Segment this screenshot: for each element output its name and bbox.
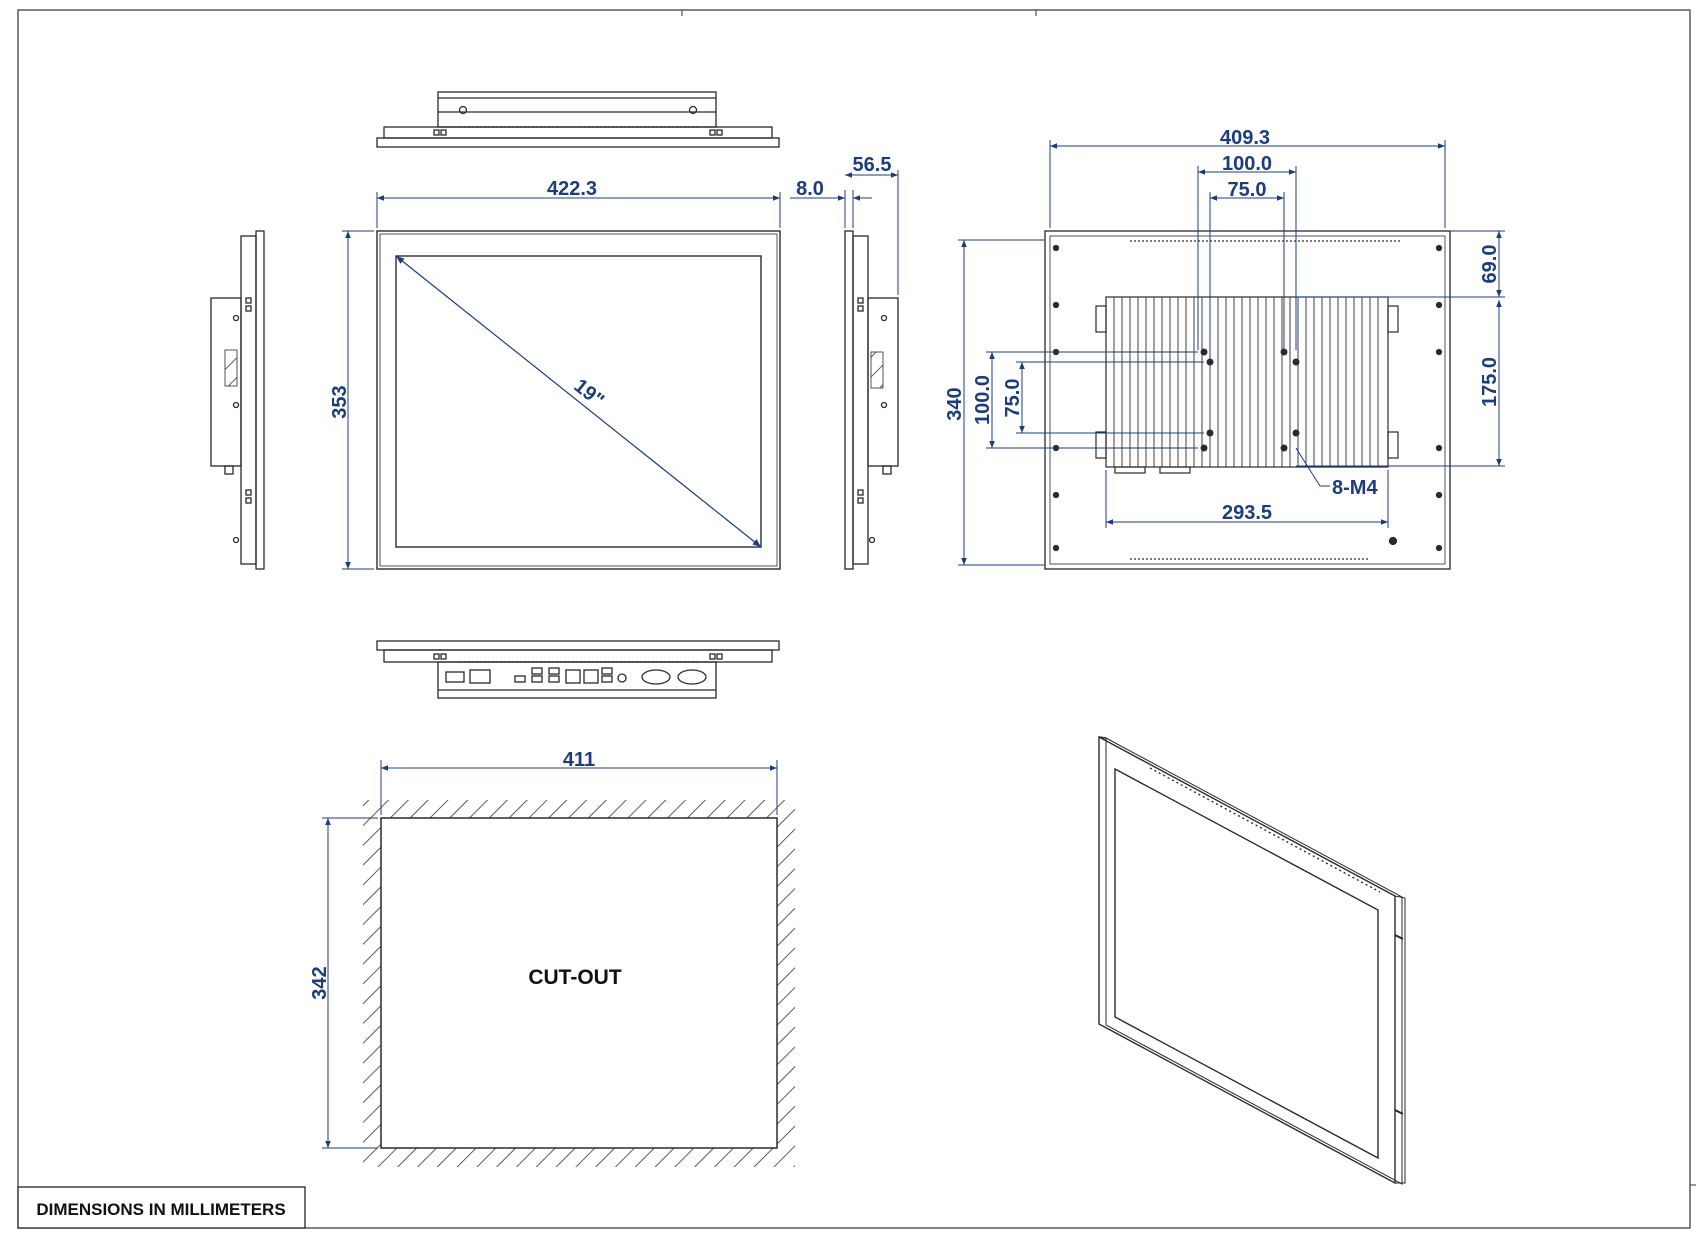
note-label: DIMENSIONS IN MILLIMETERS: [36, 1200, 285, 1219]
dim-vesa-v-inner-label: 75.0: [1002, 379, 1024, 418]
dim-front-width-label: 422.3: [547, 178, 597, 200]
cutout-label: CUT-OUT: [528, 966, 621, 989]
rear-view: [1044, 230, 1451, 570]
front-diagonal: [395, 255, 762, 548]
dim-vesa-h-inner-label: 75.0: [1228, 179, 1267, 201]
dim-vesa-h-outer-label: 100.0: [1222, 153, 1272, 175]
dim-cutout-height-label: 342: [309, 966, 331, 999]
dim-bezel-depth-label: 8.0: [796, 178, 824, 200]
dim-cutout: [322, 760, 778, 1149]
dim-heatsink-width-label: 293.5: [1222, 502, 1272, 524]
dim-top-offset-label: 69.0: [1479, 245, 1501, 284]
rear-heatsink-fins: [1113, 297, 1379, 467]
dim-vesa-v-outer-label: 100.0: [972, 375, 994, 425]
dim-heatsink-height-label: 175.0: [1479, 357, 1501, 407]
bottom-view: [376, 640, 780, 699]
dim-depths: [790, 170, 899, 295]
screen-size-label: 19": [569, 375, 608, 412]
dim-rear-width-label: 409.3: [1220, 127, 1270, 149]
left-side-view: [210, 230, 265, 570]
top-view: [376, 91, 780, 148]
right-side-view: [844, 230, 899, 570]
note-box: [17, 1186, 306, 1229]
front-view: [376, 230, 781, 570]
dim-rear-height-label: 340: [944, 387, 966, 420]
cutout-view: [363, 800, 795, 1167]
dim-front-height-label: 353: [329, 385, 351, 418]
dim-front-width: [376, 192, 781, 228]
hole-spec-label: 8-M4: [1332, 477, 1378, 499]
dim-front-height: [342, 230, 374, 570]
sheet-border: [17, 9, 1696, 1229]
dim-rear: [958, 140, 1505, 566]
rear-heatsink: [1095, 296, 1399, 474]
dim-cutout-width-label: 411: [563, 749, 595, 771]
dim-total-depth-label: 56.5: [853, 154, 892, 176]
isometric-view: [1098, 735, 1406, 1185]
